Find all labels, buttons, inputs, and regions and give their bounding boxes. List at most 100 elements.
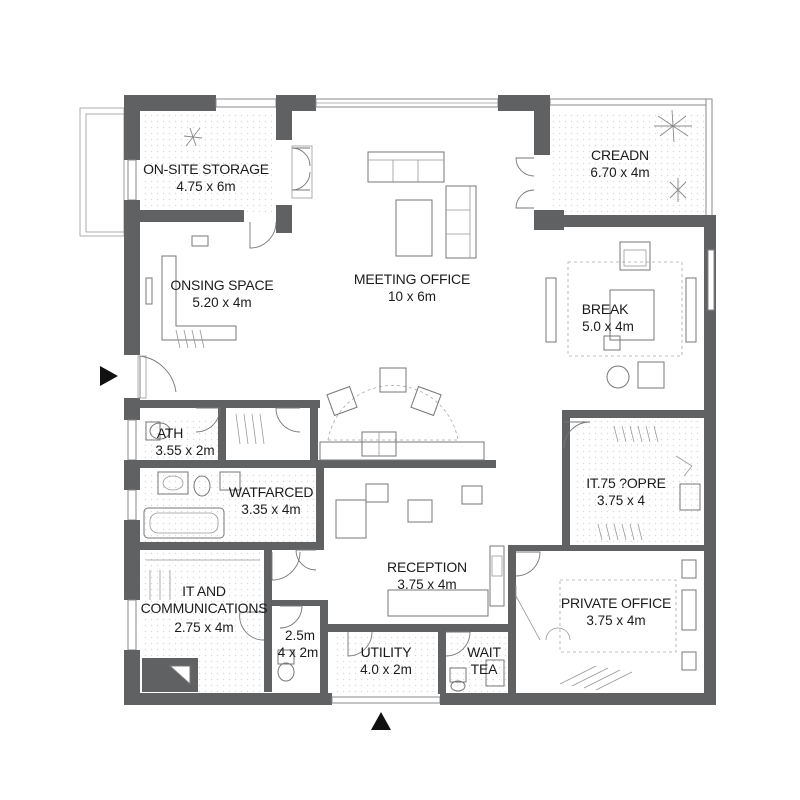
wall-watfarced-top xyxy=(124,460,496,468)
toilet-icon xyxy=(277,649,295,665)
entrance-arrow-icon xyxy=(100,366,118,386)
wall-right xyxy=(704,215,716,705)
entry-bottom xyxy=(331,696,441,704)
room-name-private: PRIVATE OFFICE xyxy=(561,595,671,611)
wall-watfarced-right xyxy=(316,460,324,546)
door-storage-bottom[interactable] xyxy=(249,221,277,249)
door-wait[interactable] xyxy=(445,631,471,657)
wall-wc-right xyxy=(320,600,328,695)
garden-edge-right xyxy=(705,98,713,218)
door-entrance-left[interactable] xyxy=(139,355,177,398)
wall-left-6 xyxy=(124,650,140,705)
room-size-break: 5.0 x 4m xyxy=(582,319,634,334)
door-store[interactable] xyxy=(563,421,591,449)
room-size-onsing: 5.20 x 4m xyxy=(192,295,251,310)
wall-garden-bottom xyxy=(564,215,716,227)
wall-bottom-left xyxy=(124,693,332,705)
wait-floor xyxy=(446,632,506,694)
room-size-garden: 6.70 x 4m xyxy=(590,165,649,180)
door-storage-right[interactable] xyxy=(291,147,311,167)
wall-top-left xyxy=(124,95,216,111)
door-it[interactable] xyxy=(271,551,301,581)
window-bath-left xyxy=(127,419,137,461)
wall-utility-top xyxy=(326,624,512,632)
room-name-garden: CREADN xyxy=(591,147,649,163)
garden-edge-top xyxy=(549,98,711,106)
room-name-itcomms: IT AND xyxy=(182,583,226,599)
pier-garden-bottom xyxy=(534,210,564,230)
wall-bath-right xyxy=(218,400,226,462)
wall-it-top xyxy=(124,542,324,550)
round-table xyxy=(327,385,459,441)
toilet-icon xyxy=(193,475,211,497)
room-size-watfarced: 3.35 x 4m xyxy=(241,502,300,517)
wall-closet-right xyxy=(310,400,318,462)
wall-storage-bottom xyxy=(124,210,244,222)
plant-icon xyxy=(183,127,203,147)
room-size-meeting: 10 x 6m xyxy=(388,289,436,304)
entrance-arrow-icon xyxy=(371,712,391,730)
door-utility[interactable] xyxy=(347,631,373,657)
utility-floor xyxy=(332,632,440,694)
door-garden[interactable] xyxy=(515,157,535,177)
plant-icon xyxy=(654,109,692,143)
garden-floor xyxy=(550,110,708,215)
room-name-watfarced: WATFARCED xyxy=(229,484,314,500)
door-wc[interactable] xyxy=(295,549,317,571)
wall-left-2 xyxy=(124,200,140,355)
room-name-store: IT.75 ?OPRE xyxy=(586,475,666,491)
room-size-store: 3.75 x 4 xyxy=(597,493,646,508)
bathtub-icon xyxy=(143,507,225,539)
sofa-icon xyxy=(445,185,477,259)
window-storage-top xyxy=(215,98,277,108)
wall-store-top xyxy=(562,410,712,418)
door-private[interactable] xyxy=(515,551,541,577)
wall-store-left xyxy=(562,410,570,548)
watfarced-floor xyxy=(140,470,318,542)
counter xyxy=(319,441,485,461)
door-closet[interactable] xyxy=(275,407,301,433)
window-storage-left xyxy=(127,159,137,201)
pier-storage-bottom xyxy=(276,205,292,233)
room-name-bath: ATH xyxy=(157,425,183,441)
toilet-icon xyxy=(145,421,161,441)
break-table-area xyxy=(567,261,683,357)
pier-garden-left xyxy=(534,95,550,155)
window-watfarced-left xyxy=(127,489,137,521)
store-floor xyxy=(572,420,700,542)
wall-private-top xyxy=(512,545,716,551)
room-name-meeting: MEETING OFFICE xyxy=(354,271,470,287)
room-name-reception: RECEPTION xyxy=(387,559,467,575)
balcony xyxy=(79,107,125,237)
room-name-onsing: ONSING SPACE xyxy=(170,277,273,293)
room-size-private: 3.75 x 4m xyxy=(586,613,645,628)
wall-utility-right xyxy=(438,624,446,694)
sofa-icon xyxy=(367,151,445,183)
room-name-wait: WAIT xyxy=(467,644,501,660)
wall-left-5 xyxy=(124,520,140,600)
plant-icon xyxy=(669,178,687,202)
balcony-inner xyxy=(85,113,125,233)
room-name2-itcomms: COMMUNICATIONS xyxy=(141,600,268,616)
room-size-bath: 3.55 x 2m xyxy=(155,443,214,458)
wall-private-left xyxy=(508,545,516,695)
wall-wc-top xyxy=(264,600,324,606)
window-it-left xyxy=(127,599,137,651)
storage-floor xyxy=(142,110,277,212)
room-name-wc: 2.5m xyxy=(285,628,315,643)
reception-desk xyxy=(387,589,489,617)
desk-l xyxy=(161,255,237,341)
wall-it-right xyxy=(264,542,272,692)
room-size-reception: 3.75 x 4m xyxy=(397,577,456,592)
wall-bottom-right xyxy=(440,693,716,705)
pier-storage-right xyxy=(276,95,292,140)
room-name2-wait: TEA xyxy=(471,661,498,677)
room-size-utility: 4.0 x 2m xyxy=(360,662,412,677)
wall-left-1 xyxy=(124,95,140,160)
room-size-itcomms: 2.75 x 4m xyxy=(174,620,233,635)
door-bath[interactable] xyxy=(195,407,221,433)
window-break-right xyxy=(707,249,715,311)
sink-icon xyxy=(157,471,189,495)
